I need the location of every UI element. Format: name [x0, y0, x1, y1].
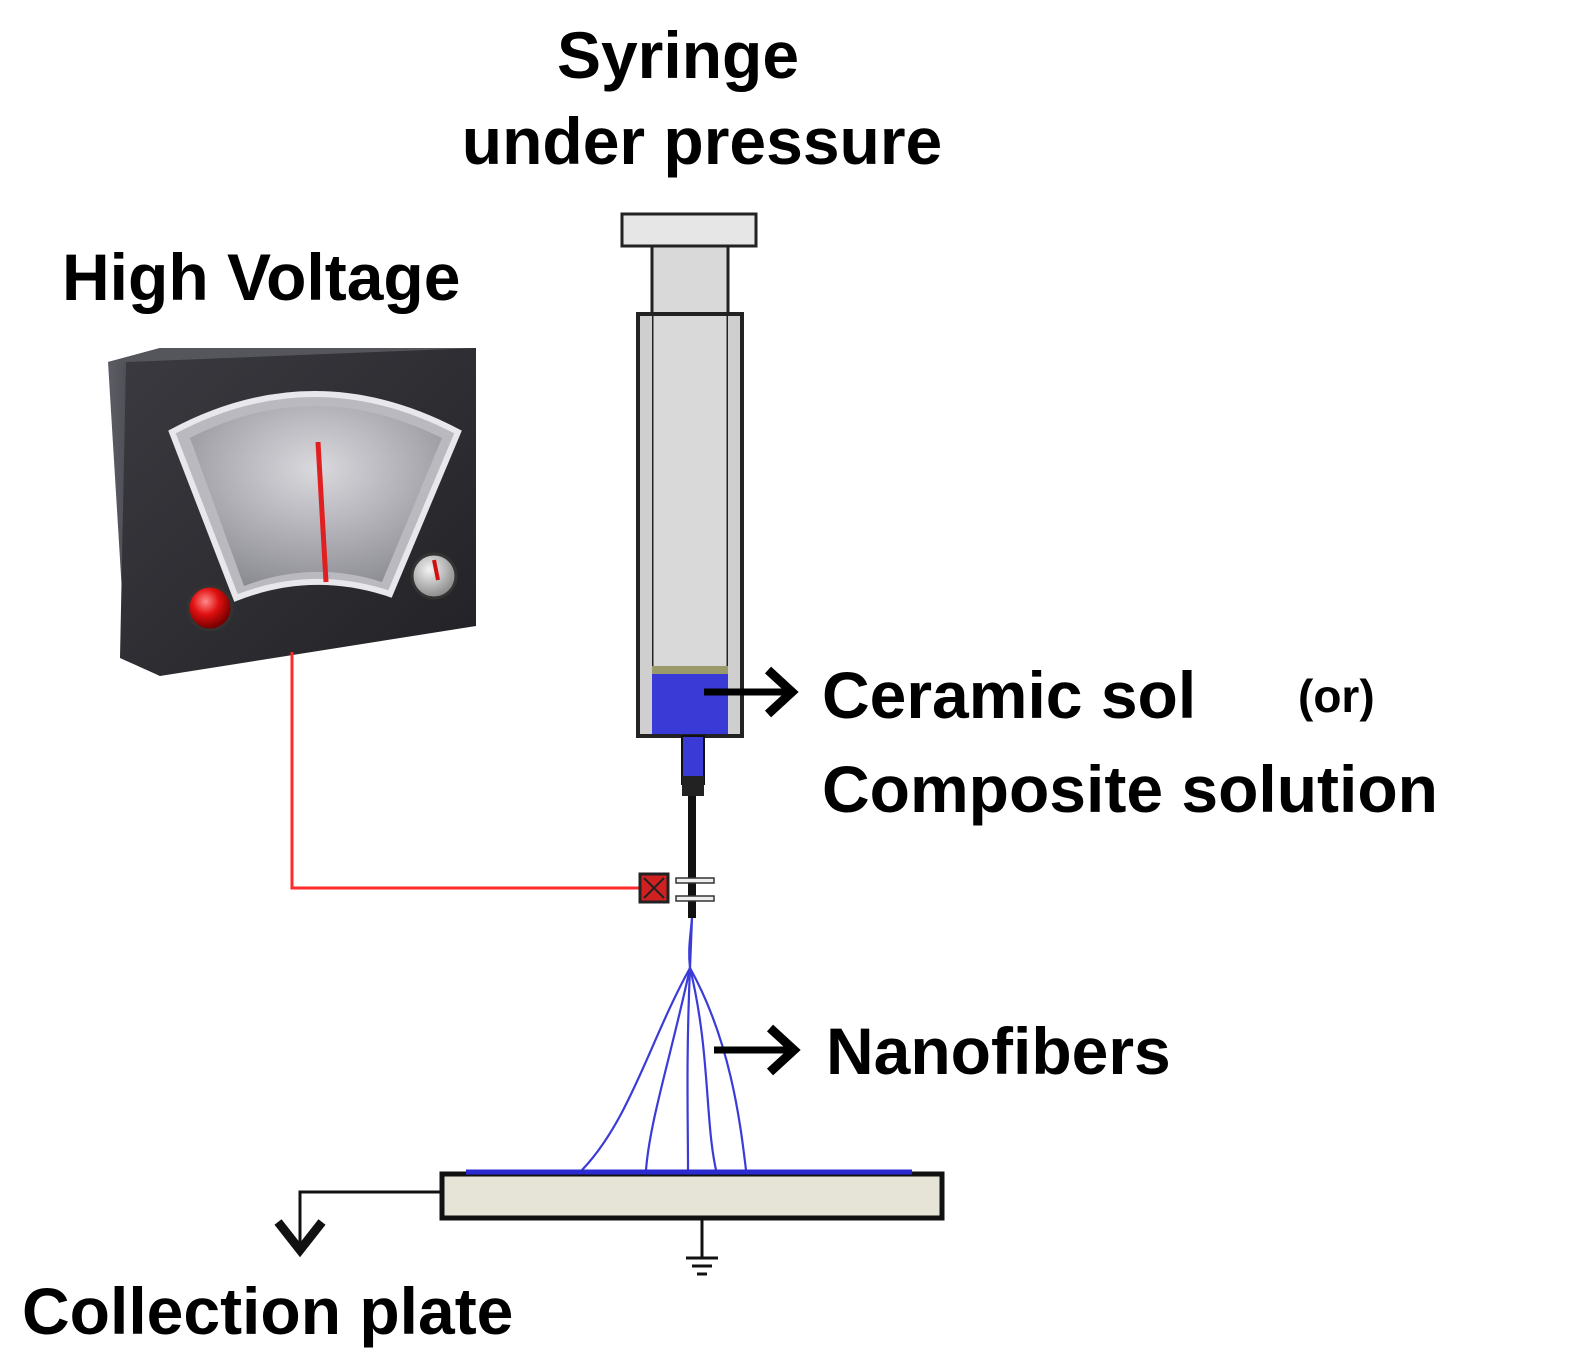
nanofibers-arrow-icon	[714, 1024, 801, 1076]
meter-needle-icon	[315, 441, 329, 583]
power-button-icon	[186, 584, 234, 632]
collection-plate-icon	[439, 1169, 945, 1221]
nanofibers-icon	[581, 917, 748, 1171]
collection-plate-pointer-icon	[274, 1190, 442, 1258]
syringe-label-line2: under pressure	[462, 104, 943, 178]
high-voltage-meter-icon	[108, 348, 476, 676]
collection-plate-label: Collection plate	[22, 1274, 513, 1348]
syringe-label-line1: Syringe	[557, 18, 799, 92]
ceramic-sol-fill	[652, 674, 728, 734]
ceramic-sol-arrow-icon	[704, 666, 799, 718]
composite-solution-label: Composite solution	[822, 752, 1438, 826]
voltage-knob-icon	[410, 552, 458, 600]
high-voltage-label: High Voltage	[62, 240, 460, 314]
electrode-clamp-icon	[638, 872, 715, 904]
ceramic-or-label: (or)	[1298, 670, 1375, 722]
ceramic-sol-label: Ceramic sol	[822, 658, 1196, 732]
syringe-icon	[620, 212, 758, 918]
ground-icon	[686, 1218, 718, 1276]
high-voltage-wire	[290, 652, 640, 890]
nanofibers-label: Nanofibers	[826, 1014, 1171, 1088]
